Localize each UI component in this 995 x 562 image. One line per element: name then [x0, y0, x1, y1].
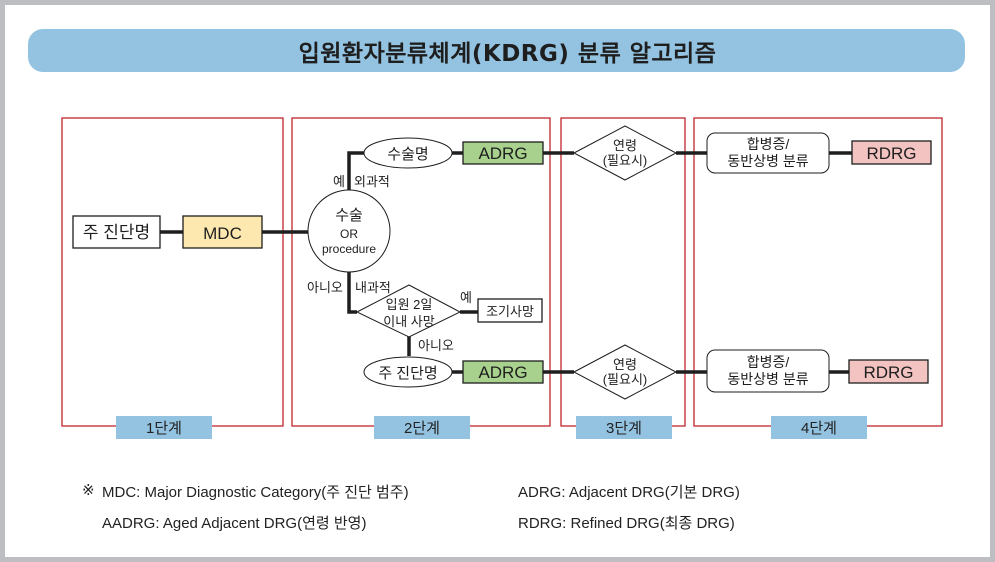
age-diamond-top	[572, 125, 678, 181]
age-diamond-bottom	[572, 344, 678, 400]
death-decision-line2: 이내 사망	[383, 314, 434, 329]
rdrg-box-top	[851, 140, 932, 165]
stage-2-label: 2단계	[374, 416, 470, 439]
legend-mark: ※	[82, 482, 95, 499]
surgery-decision-circle	[307, 189, 391, 273]
stage-4-label: 4단계	[771, 416, 867, 439]
main-diagnosis-ellipse	[363, 356, 453, 388]
legend-adrg: ADRG: Adjacent DRG(기본 DRG)	[518, 484, 740, 501]
adrg-label-bottom: ADRG	[478, 363, 527, 382]
adrg-box-top	[462, 141, 544, 165]
mdc-box	[182, 215, 263, 249]
early-death-box	[477, 298, 543, 323]
surgery-name-ellipse	[363, 137, 453, 169]
death-decision-line1: 입원 2일	[386, 297, 433, 312]
stage-1-label: 1단계	[116, 416, 212, 439]
age-bottom-line1: 연령	[613, 357, 637, 372]
edge-label-medical: 내과적	[355, 280, 391, 295]
page-title: 입원환자분류체계(KDRG) 분류 알고리즘	[298, 40, 717, 67]
stage-1-frame	[61, 117, 284, 427]
edge-label-death-no: 아니오	[418, 338, 454, 353]
age-top-line2: (필요시)	[603, 153, 648, 168]
surgery-name-label: 수술명	[387, 146, 428, 163]
edge-label-death-yes: 예	[460, 290, 472, 305]
edge-surgery-no	[347, 272, 357, 314]
death-decision-diamond	[355, 284, 462, 338]
main-diagnosis-ellipse-label: 주 진단명	[378, 365, 437, 382]
main-diagnosis-label: 주 진단명	[83, 223, 150, 242]
comorbidity-top-line1: 합병증/	[747, 136, 790, 152]
age-top-line1: 연령	[613, 138, 637, 153]
comorbidity-box-top	[706, 132, 830, 174]
surgery-label: 수술	[335, 207, 363, 224]
edge-label-surgical: 외과적	[354, 174, 390, 189]
early-death-label: 조기사망	[486, 304, 534, 319]
comorbidity-bottom-line2: 동반상병 분류	[727, 371, 808, 387]
edge-surgery-yes	[347, 151, 364, 190]
rdrg-label-top: RDRG	[866, 144, 916, 163]
comorbidity-box-bottom	[706, 349, 830, 393]
main-diagnosis-box	[72, 215, 161, 249]
surgery-or-label: OR	[340, 227, 358, 241]
age-bottom-line2: (필요시)	[603, 372, 648, 387]
edge-label-no: 아니오	[307, 280, 343, 295]
legend-mdc: MDC: Major Diagnostic Category(주 진단 범주)	[102, 484, 409, 501]
connectors	[160, 151, 852, 374]
comorbidity-top-line2: 동반상병 분류	[727, 153, 808, 169]
mdc-label: MDC	[203, 224, 242, 243]
comorbidity-bottom-line1: 합병증/	[747, 354, 790, 370]
rdrg-label-bottom: RDRG	[863, 363, 913, 382]
title-bar: 입원환자분류체계(KDRG) 분류 알고리즘	[28, 29, 965, 72]
stage-3-label: 3단계	[576, 416, 672, 439]
rdrg-box-bottom	[848, 359, 929, 384]
legend-rdrg: RDRG: Refined DRG(최종 DRG)	[518, 515, 735, 532]
surgery-procedure-label: procedure	[322, 242, 376, 256]
legend-aadrg: AADRG: Aged Adjacent DRG(연령 반영)	[102, 515, 367, 532]
edge-label-yes: 예	[333, 174, 345, 189]
adrg-label-top: ADRG	[478, 144, 527, 163]
page-frame	[5, 5, 990, 557]
adrg-box-bottom	[462, 360, 544, 384]
